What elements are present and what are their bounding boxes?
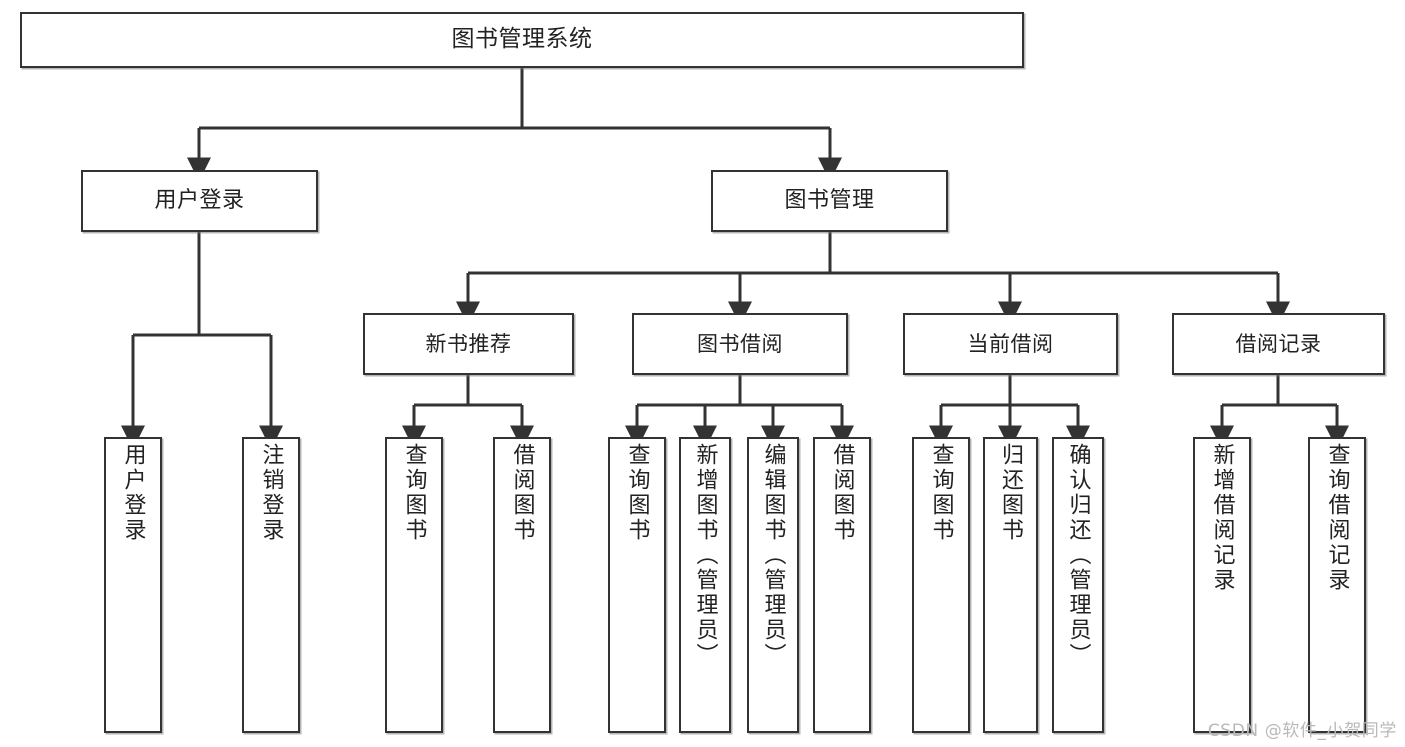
node-root-label: 图书管理系统 [451,26,593,53]
node-leaf-query-book-recommend-label: 查询图书 [401,443,427,543]
node-leaf-confirm-return-admin-label: 确认归还（管理员） [1065,443,1091,668]
node-leaf-logout-label: 注销登录 [258,443,284,543]
node-leaf-return-book[interactable]: 归还图书 [983,437,1038,733]
node-leaf-borrow-book-label: 借阅图书 [829,443,855,543]
node-leaf-query-book-current[interactable]: 查询图书 [912,437,970,733]
node-leaf-borrow-book-recommend-label: 借阅图书 [509,443,535,543]
node-user-login-label: 用户登录 [154,188,245,214]
node-leaf-edit-book-admin-label: 编辑图书（管理员） [760,443,786,668]
node-leaf-query-book-recommend[interactable]: 查询图书 [385,437,443,733]
node-book-management[interactable]: 图书管理 [711,170,948,232]
node-group-borrow-record[interactable]: 借阅记录 [1172,313,1385,375]
node-leaf-borrow-book-recommend[interactable]: 借阅图书 [493,437,551,733]
node-leaf-logout[interactable]: 注销登录 [242,437,300,733]
node-leaf-add-book-admin[interactable]: 新增图书（管理员） [679,437,731,733]
node-leaf-add-borrow-record-label: 新增借阅记录 [1209,443,1235,593]
node-leaf-edit-book-admin[interactable]: 编辑图书（管理员） [747,437,799,733]
node-group-new-book-recommendation[interactable]: 新书推荐 [363,313,574,375]
node-group-current-borrow-label: 当前借阅 [967,331,1054,356]
node-leaf-user-login-label: 用户登录 [120,443,146,543]
node-leaf-query-book-borrow[interactable]: 查询图书 [608,437,666,733]
node-group-book-borrow-label: 图书借阅 [697,331,783,356]
node-group-current-borrow[interactable]: 当前借阅 [903,313,1118,375]
node-leaf-add-borrow-record[interactable]: 新增借阅记录 [1193,437,1251,733]
node-root-system[interactable]: 图书管理系统 [20,12,1024,68]
node-leaf-query-book-current-label: 查询图书 [928,443,954,543]
node-leaf-query-book-borrow-label: 查询图书 [624,443,650,543]
node-group-book-borrow[interactable]: 图书借阅 [632,313,848,375]
node-leaf-query-borrow-record-label: 查询借阅记录 [1324,443,1350,593]
node-leaf-return-book-label: 归还图书 [998,443,1024,543]
node-leaf-user-login[interactable]: 用户登录 [104,437,162,733]
node-user-login[interactable]: 用户登录 [81,170,318,232]
node-group-new-book-recommendation-label: 新书推荐 [425,331,512,356]
node-leaf-borrow-book[interactable]: 借阅图书 [813,437,871,733]
watermark-text: CSDN @软件_小贺同学 [1207,721,1397,741]
node-leaf-query-borrow-record[interactable]: 查询借阅记录 [1308,437,1366,733]
node-group-borrow-record-label: 借阅记录 [1235,331,1322,356]
node-book-management-label: 图书管理 [784,188,875,214]
node-leaf-add-book-admin-label: 新增图书（管理员） [692,443,718,668]
node-leaf-confirm-return-admin[interactable]: 确认归还（管理员） [1052,437,1104,733]
